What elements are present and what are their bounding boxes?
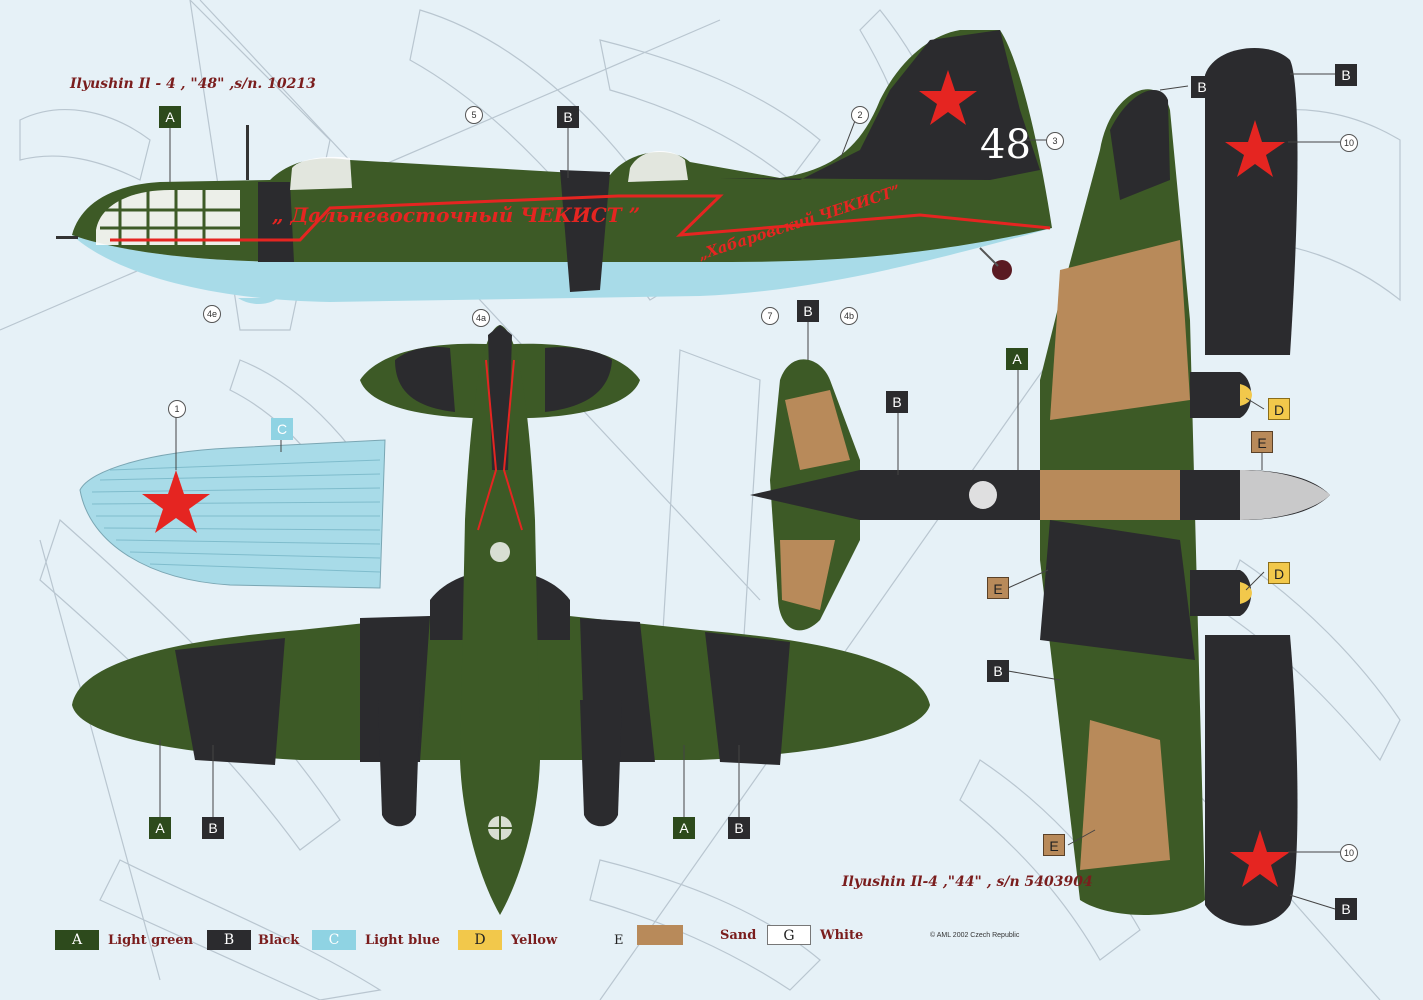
ref-number-3: 3 <box>1046 132 1064 150</box>
top-view <box>72 325 930 915</box>
ref-number-10-top: 10 <box>1340 134 1358 152</box>
legend-swatch-c: C <box>312 930 356 950</box>
fuselage-inscription-nose: „Хабаровский ЧЕКИСТ” <box>696 181 903 264</box>
callout-c-underwing: C <box>271 418 293 440</box>
side-profile <box>56 30 1052 304</box>
ref-number-4b: 4b <box>840 307 858 325</box>
callout-e-nose: E <box>1251 431 1273 453</box>
callout-a-underside: A <box>1006 348 1028 370</box>
callout-b-underwing-tip: B <box>1191 76 1213 98</box>
callout-b-tailplane: B <box>886 391 908 413</box>
ref-number-10-bottom: 10 <box>1340 844 1358 862</box>
legend-label-sand: Sand <box>720 928 757 943</box>
ref-number-7: 7 <box>761 307 779 325</box>
ref-number-5: 5 <box>465 106 483 124</box>
legend-code-e: E <box>614 933 624 948</box>
ref-number-4e: 4e <box>203 305 221 323</box>
callout-a-side-nose: A <box>159 106 181 128</box>
callout-d-spinner-upper: D <box>1268 398 1290 420</box>
title-top-aircraft: Ilyushin Il - 4 , "48" ,s/n. 10213 <box>70 76 316 92</box>
legend-label-black: Black <box>258 933 300 948</box>
fuselage-inscription-main: „ Дальневосточный ЧЕКИСТ ” <box>272 203 640 227</box>
callout-b-upper-panel-bottom: B <box>1335 898 1357 920</box>
underwing-panel <box>79 439 386 589</box>
callout-b-upper-panel-top: B <box>1335 64 1357 86</box>
legend-label-light-green: Light green <box>108 933 194 948</box>
legend-swatch-a: A <box>55 930 99 950</box>
underside-view <box>750 48 1330 926</box>
ref-number-1: 1 <box>168 400 186 418</box>
callout-b-right-wing: B <box>728 817 750 839</box>
legend-swatch-e <box>637 925 683 945</box>
callout-b-tail-top: B <box>797 300 819 322</box>
callout-b-side-mid: B <box>557 106 579 128</box>
callout-a-left-wing: A <box>149 817 171 839</box>
callout-b-left-wing: B <box>202 817 224 839</box>
callout-a-right-wing: A <box>673 817 695 839</box>
callout-e-tailplane: E <box>987 577 1009 599</box>
callout-d-spinner-lower: D <box>1268 562 1290 584</box>
legend-swatch-g: G <box>767 925 811 945</box>
ref-number-4a: 4a <box>472 309 490 327</box>
ref-number-2: 2 <box>851 106 869 124</box>
callout-e-wing-lower: E <box>1043 834 1065 856</box>
legend-swatch-d: D <box>458 930 502 950</box>
callout-b-wing-root: B <box>987 660 1009 682</box>
legend-swatch-b: B <box>207 930 251 950</box>
copyright-note: © AML 2002 Czech Republic <box>930 932 1020 939</box>
legend-label-yellow: Yellow <box>511 933 558 948</box>
title-bottom-aircraft: Ilyushin Il-4 ,"44" , s/n 5403904 <box>842 874 1093 890</box>
legend-label-light-blue: Light blue <box>365 933 440 948</box>
tail-number: 48 <box>980 122 1031 168</box>
legend-label-white: White <box>820 928 864 943</box>
